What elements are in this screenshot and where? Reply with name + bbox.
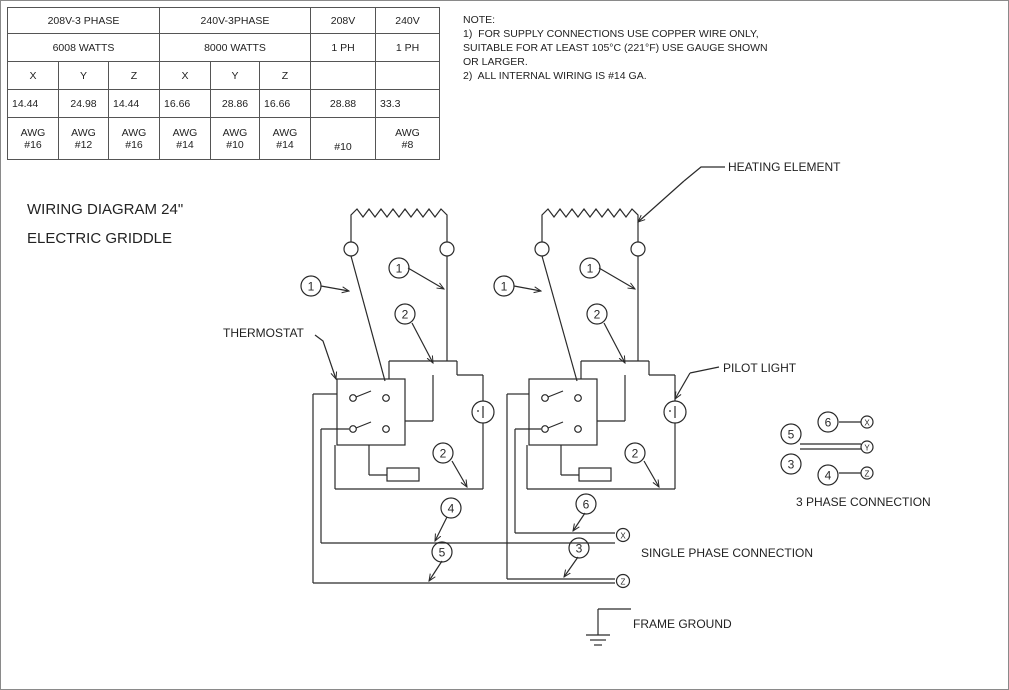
note-line: OR LARGER. [463, 56, 528, 68]
terminal-z: Z [615, 573, 631, 589]
awg-cell: AWG#14 [159, 117, 211, 160]
phase-208v: 1 PH [310, 33, 376, 62]
callout-5: 5 [431, 541, 453, 563]
notes-heading: NOTE: [463, 14, 496, 26]
wiring-right [506, 256, 687, 580]
svg-text:2: 2 [594, 308, 601, 322]
callout-6: 6 [575, 493, 597, 515]
callout-6: 6 [817, 411, 839, 433]
notes-block: NOTE: 1) FOR SUPPLY CONNECTIONS USE COPP… [463, 13, 863, 83]
svg-text:5: 5 [439, 546, 446, 560]
awg-cell: AWG#14 [259, 117, 311, 160]
note-line: 1) FOR SUPPLY CONNECTIONS USE COPPER WIR… [463, 28, 759, 40]
callout-1: 1 [579, 257, 601, 279]
single-phase-label: SINGLE PHASE CONNECTION [641, 546, 814, 560]
svg-text:1: 1 [396, 262, 403, 276]
svg-text:6: 6 [825, 416, 832, 430]
callout-2: 2 [586, 303, 608, 325]
header-240v-3phase: 240V-3PHASE [159, 7, 311, 34]
callout-4: 4 [817, 464, 839, 486]
title-line-2: ELECTRIC GRIDDLE [27, 230, 173, 247]
wiring-left [312, 256, 615, 584]
callout-4: 4 [440, 497, 462, 519]
callout-5: 5 [780, 423, 802, 445]
awg-cell: AWG#8 [375, 117, 440, 160]
svg-text:X: X [864, 419, 870, 428]
col-label [375, 61, 440, 90]
callout-3: 3 [780, 453, 802, 475]
callout-2: 2 [394, 303, 416, 325]
col-label: Z [108, 61, 160, 90]
svg-text:Y: Y [864, 444, 870, 453]
awg-cell: AWG#10 [210, 117, 260, 160]
callout-1: 1 [388, 257, 410, 279]
three-phase-label: 3 PHASE CONNECTION [796, 495, 931, 509]
svg-text:6: 6 [583, 498, 590, 512]
amps-cell: 16.66 [259, 89, 311, 118]
header-240v: 240V [375, 7, 440, 34]
awg-cell: AWG#16 [7, 117, 59, 160]
three-phase-block: X Y Z [800, 415, 874, 480]
svg-text:2: 2 [632, 447, 639, 461]
header-208v-3phase: 208V-3 PHASE [7, 7, 160, 34]
note-line: SUITABLE FOR AT LEAST 105°C (221°F) USE … [463, 42, 768, 54]
awg-cell: #10 [310, 117, 376, 160]
heating-element-right [534, 208, 646, 257]
note-line: 2) ALL INTERNAL WIRING IS #14 GA. [463, 70, 647, 82]
thermostat-right [514, 255, 612, 533]
svg-text:3: 3 [788, 458, 795, 472]
svg-text:2: 2 [440, 447, 447, 461]
callout-2: 2 [432, 442, 454, 464]
amps-cell: 14.44 [7, 89, 59, 118]
amps-cell: 33.3 [375, 89, 440, 118]
svg-text:1: 1 [501, 280, 508, 294]
col-label: Y [210, 61, 260, 90]
heating-element-left [343, 208, 455, 257]
diagram-title: WIRING DIAGRAM 24" ELECTRIC GRIDDLE [27, 195, 183, 253]
title-line-1: WIRING DIAGRAM 24" [27, 201, 184, 218]
svg-text:1: 1 [587, 262, 594, 276]
thermostat-label: THERMOSTAT [223, 326, 304, 340]
callout-2: 2 [624, 442, 646, 464]
svg-text:Z: Z [621, 578, 626, 587]
svg-text:Z: Z [865, 470, 870, 479]
callout-1: 1 [300, 275, 322, 297]
svg-text:X: X [620, 532, 626, 541]
phase-240v: 1 PH [375, 33, 440, 62]
svg-text:2: 2 [402, 308, 409, 322]
callout-1: 1 [493, 275, 515, 297]
terminal-x: X [615, 527, 631, 543]
callout-3: 3 [568, 537, 590, 559]
svg-text:1: 1 [308, 280, 315, 294]
amps-cell: 24.98 [58, 89, 109, 118]
svg-text:4: 4 [825, 469, 832, 483]
amps-cell: 28.88 [310, 89, 376, 118]
svg-text:4: 4 [448, 502, 455, 516]
leader-lines [314, 166, 725, 581]
svg-text:5: 5 [788, 428, 795, 442]
thermostat-left [320, 255, 420, 543]
col-label: X [7, 61, 59, 90]
col-label: X [159, 61, 211, 90]
svg-text:3: 3 [576, 542, 583, 556]
heating-element-label: HEATING ELEMENT [728, 160, 841, 174]
wiring-spec-table: 208V-3 PHASE 240V-3PHASE 208V 240V 6008 … [7, 7, 440, 160]
ground-symbol [586, 608, 631, 646]
pilot-light-label: PILOT LIGHT [723, 361, 797, 375]
frame-ground-label: FRAME GROUND [633, 617, 732, 631]
